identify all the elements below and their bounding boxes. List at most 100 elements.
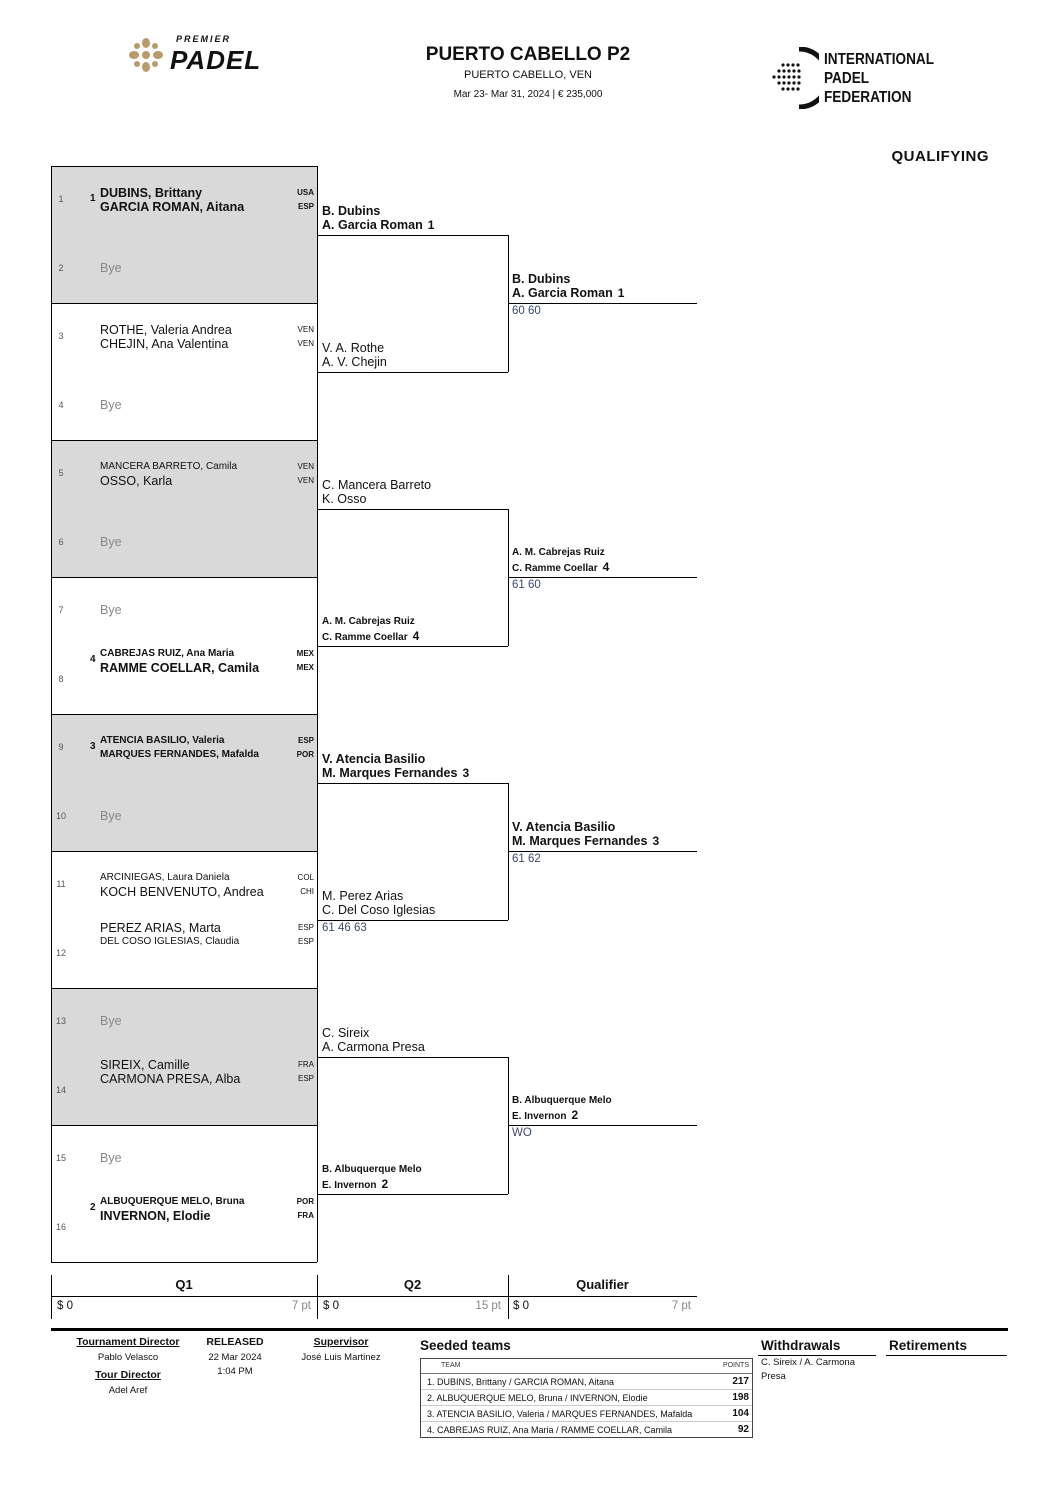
player-name: ARCINIEGAS, Laura Daniela	[100, 872, 230, 883]
seeded-row: 1. DUBINS, Brittany / GARCIA ROMAN, Aita…	[421, 1374, 752, 1390]
seed-number: 4	[90, 653, 96, 665]
player-name: RAMME COELLAR, Camila	[100, 660, 260, 675]
q1-connector-top	[317, 1056, 508, 1058]
ipf-logo: INTERNATIONAL PADEL FEDERATION	[771, 47, 941, 111]
draw-position-number: 7	[58, 605, 64, 616]
round-q1-prize: $ 0	[57, 1300, 73, 1312]
supervisor-label: Supervisor	[313, 1336, 369, 1348]
withdrawals-list: C. Sireix / A. Carmona Presa	[761, 1357, 855, 1382]
seeded-teams-title: Seeded teams	[420, 1338, 511, 1353]
bye-label: Bye	[100, 808, 122, 823]
player-name: MARQUES FERNANDES, Mafalda	[100, 749, 259, 760]
round-q1-header: Q1	[175, 1277, 193, 1292]
bye-label: Bye	[100, 603, 122, 618]
q1-winner-line-2: A. V. Chejin	[322, 354, 387, 369]
draw-position-number: 2	[58, 262, 64, 273]
winner-seed: 4	[412, 628, 420, 643]
logo-premier-text: PREMIER	[176, 34, 232, 44]
player-country: ESP	[297, 936, 314, 946]
seeded-points: 217	[732, 1376, 749, 1387]
draw-section-label: QUALIFYING	[891, 148, 989, 165]
player-name: DEL COSO IGLESIAS, Claudia	[100, 935, 240, 947]
seeded-teams-table: TEAM POINTS 1. DUBINS, Brittany / GARCIA…	[420, 1358, 753, 1438]
tournament-director-name: Pablo Velasco	[97, 1352, 159, 1363]
round-q2-points: 15 pt	[475, 1300, 501, 1312]
q1-winner-line-1: V. Atencia Basilio	[322, 751, 426, 766]
seed-number: 2	[90, 1201, 96, 1213]
bye-label: Bye	[100, 1151, 122, 1166]
retirements-title: Retirements	[889, 1338, 968, 1353]
padel-flower-icon	[129, 38, 163, 72]
draw-position-number: 4	[58, 399, 64, 410]
round-qualifier-points: 7 pt	[671, 1300, 691, 1312]
winner-seed: 3	[462, 765, 470, 780]
bye-label: Bye	[100, 260, 122, 275]
player-country: ESP	[297, 922, 314, 932]
q1-winner-line-1: B. Albuquerque Melo	[322, 1163, 422, 1175]
player-name: CHEJIN, Ana Valentina	[100, 337, 229, 351]
seeded-points: 104	[732, 1408, 749, 1419]
seeded-row: 3. ATENCIA BASILIO, Valeria / MARQUES FE…	[421, 1406, 752, 1422]
q1-winner-line-1: A. M. Cabrejas Ruiz	[322, 615, 415, 627]
player-name: OSSO, Karla	[100, 474, 173, 488]
player-name: ALBUQUERQUE MELO, Bruna	[100, 1195, 245, 1207]
logo-padel-text: PADEL	[170, 45, 262, 75]
qualifier-line	[508, 851, 697, 852]
winner-seed: 4	[602, 560, 610, 574]
bye-label: Bye	[100, 534, 122, 549]
player-country: COL	[297, 873, 314, 882]
player-name: SIREIX, Camille	[100, 1057, 190, 1072]
seeded-row: 2. ALBUQUERQUE MELO, Bruna / INVERNON, E…	[421, 1390, 752, 1406]
player-country: FRA	[298, 1059, 314, 1069]
player-country: MEX	[296, 648, 314, 658]
draw-group-border-top	[51, 988, 317, 989]
released-date: 22 Mar 2024	[208, 1352, 262, 1363]
draw-group-border-top	[51, 851, 317, 852]
player-country: CHI	[300, 887, 314, 896]
q1-connector-bottom	[317, 919, 508, 921]
player-name: CABREJAS RUIZ, Ana Maria	[100, 647, 235, 659]
q1-winner-line-1: V. A. Rothe	[322, 340, 385, 355]
draw-group-border-top	[51, 303, 317, 304]
player-name: PEREZ ARIAS, Marta	[100, 920, 221, 935]
qualifier-line-1: V. Atencia Basilio	[512, 820, 616, 834]
qualifier-line	[508, 1125, 697, 1126]
round-q2-prize: $ 0	[323, 1300, 339, 1312]
draw-row	[51, 782, 317, 851]
q2-match-score: 61 60	[512, 579, 541, 591]
player-country: VEN	[297, 339, 314, 348]
seed-number: 1	[90, 193, 96, 204]
draw-group-border-top	[51, 440, 317, 441]
player-name: INVERNON, Elodie	[100, 1208, 211, 1223]
tournament-dates-prize: Mar 23- Mar 31, 2024 | € 235,000	[453, 89, 603, 100]
draw-row	[51, 508, 317, 577]
player-name: ROTHE, Valeria Andrea	[100, 323, 232, 337]
draw-row	[51, 166, 317, 235]
draw-position-number: 8	[58, 673, 64, 684]
draw-position-number: 16	[55, 1221, 66, 1232]
seeded-table-header: TEAM POINTS	[421, 1359, 752, 1374]
q1-connector-top	[317, 782, 508, 784]
draw-position-number: 9	[58, 742, 64, 753]
round-qualifier-prize: $ 0	[513, 1300, 529, 1312]
draw-row	[51, 714, 317, 783]
player-name: KOCH BENVENUTO, Andrea	[100, 885, 264, 899]
draw-group-border-top	[51, 577, 317, 578]
player-country: POR	[296, 1196, 314, 1206]
draw-position-number: 13	[55, 1016, 66, 1027]
player-country: VEN	[297, 462, 314, 471]
player-name: CARMONA PRESA, Alba	[100, 1071, 241, 1086]
player-country: ESP	[297, 736, 314, 745]
player-country: MEX	[296, 662, 314, 672]
winner-seed: 2	[381, 1176, 389, 1191]
tournament-director-label: Tournament Director	[76, 1336, 180, 1348]
tour-director-name: Adel Aref	[108, 1385, 148, 1396]
draw-row	[51, 1056, 317, 1125]
draw-position-number: 1	[58, 194, 64, 205]
seeded-col-points: POINTS	[722, 1362, 749, 1369]
